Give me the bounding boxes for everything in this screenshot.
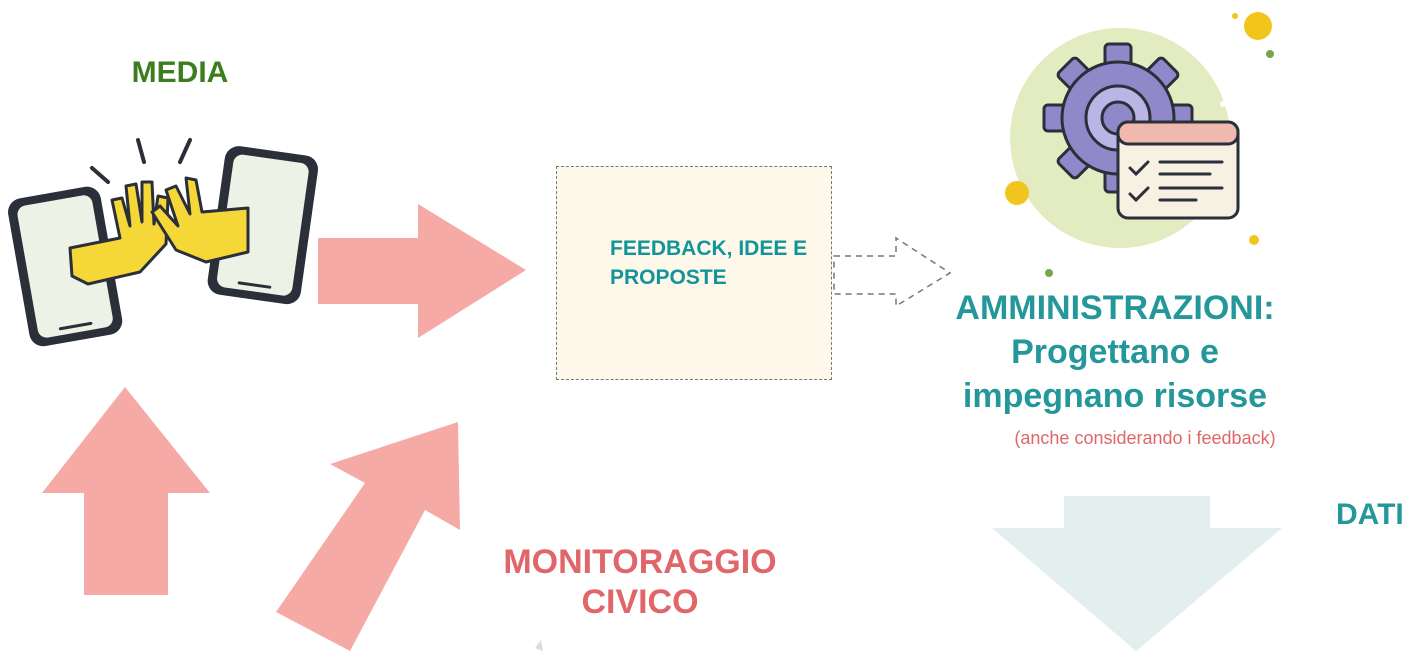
arrow-down-dati bbox=[992, 496, 1282, 651]
gear-checklist-icon bbox=[1005, 12, 1274, 277]
arrow-up-left bbox=[42, 387, 210, 595]
high-five-phones-icon bbox=[8, 138, 319, 347]
feedback-label: FEEDBACK, IDEE E PROPOSTE bbox=[610, 237, 808, 289]
admin-note: (anche considerando i feedback) bbox=[1014, 428, 1276, 448]
admin-title: AMMINISTRAZIONI: Progettano e impegnano … bbox=[955, 289, 1275, 415]
dati-label: DATI bbox=[1336, 498, 1404, 531]
arrow-diagonal-to-feedback bbox=[276, 422, 460, 651]
monitoraggio-label: MONITORAGGIO CIVICO bbox=[503, 543, 777, 621]
grey-mark bbox=[535, 640, 543, 651]
media-label: MEDIA bbox=[131, 56, 229, 89]
arrow-media-to-feedback bbox=[318, 204, 526, 338]
feedback-box bbox=[556, 166, 832, 380]
